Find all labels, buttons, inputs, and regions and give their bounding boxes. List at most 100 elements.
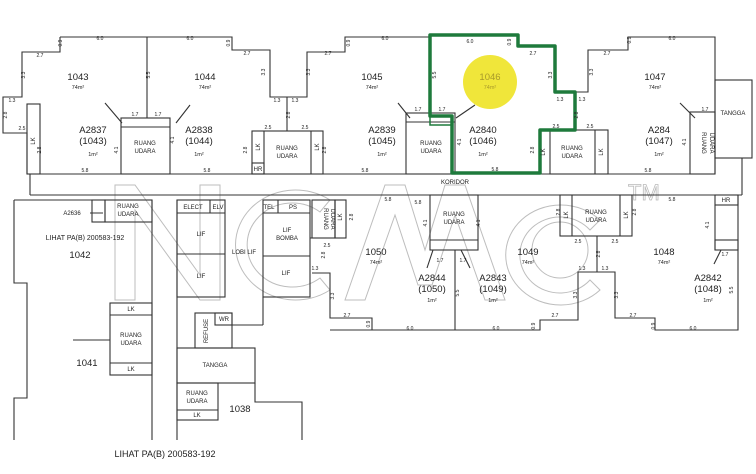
dimension-label: 3.3 bbox=[306, 68, 312, 75]
svg-text:UDARA: UDARA bbox=[186, 399, 207, 405]
dimension-label: 1.3 bbox=[557, 97, 564, 103]
dimension-label: 4.1 bbox=[423, 219, 429, 226]
svg-text:(1049): (1049) bbox=[479, 284, 506, 295]
dimension-label: 1.7 bbox=[439, 107, 446, 113]
unit-1041[interactable]: 1041 bbox=[76, 358, 97, 369]
svg-text:UDARA: UDARA bbox=[120, 341, 141, 347]
svg-text:UDARA: UDARA bbox=[443, 220, 464, 226]
dimension-label: 2.7 bbox=[630, 313, 637, 319]
dimension-label: 1.3 bbox=[312, 266, 319, 272]
svg-text:UDARA: UDARA bbox=[561, 154, 582, 160]
dimension-label: 5.8 bbox=[82, 168, 89, 174]
unit-1046-highlight[interactable] bbox=[428, 33, 577, 175]
dimension-label: 2.5 bbox=[553, 124, 560, 130]
dimension-label: 2.5 bbox=[324, 243, 331, 249]
svg-text:A2842: A2842 bbox=[694, 273, 721, 284]
svg-text:UDARA: UDARA bbox=[276, 154, 297, 160]
dimension-label: 0.9 bbox=[58, 39, 64, 46]
watermark-tm: TM bbox=[628, 180, 660, 205]
dimension-label: 6.0 bbox=[97, 36, 104, 42]
svg-text:A2838: A2838 bbox=[185, 125, 212, 136]
dimension-label: 6.0 bbox=[493, 326, 500, 332]
dimension-label: 2.7 bbox=[530, 51, 537, 57]
dimension-label: 2.8 bbox=[3, 111, 9, 118]
corridor-label: KORIDOR bbox=[441, 180, 470, 186]
svg-text:74m²: 74m² bbox=[199, 85, 212, 91]
dimension-label: 3.3 bbox=[261, 68, 267, 75]
dimension-label: 2.7 bbox=[604, 51, 611, 57]
lk-label: LK bbox=[193, 413, 200, 419]
dimension-label: 5.8 bbox=[362, 168, 369, 174]
bottom-walls bbox=[13, 194, 742, 440]
unit-1042[interactable]: 1042 bbox=[69, 250, 90, 261]
dimension-label: 3.3 bbox=[589, 68, 595, 75]
dimension-label: 4.1 bbox=[457, 138, 463, 145]
lk-label: LK bbox=[315, 143, 321, 150]
dimension-label: 1.7 bbox=[722, 252, 729, 258]
dimension-label: 4.1 bbox=[705, 221, 711, 228]
air-well: RUANG UDARA bbox=[117, 204, 139, 218]
svg-text:1m²: 1m² bbox=[703, 298, 713, 304]
dimension-label: 5.8 bbox=[492, 167, 499, 173]
dimension-label: 4.1 bbox=[682, 138, 688, 145]
svg-text:RUANG: RUANG bbox=[585, 210, 607, 216]
dimension-label: 2.8 bbox=[574, 111, 580, 118]
svg-text:RUANG: RUANG bbox=[276, 146, 298, 152]
dimension-label: 1.3 bbox=[579, 266, 586, 272]
dimension-label: 1.7 bbox=[437, 258, 444, 264]
svg-text:74m²: 74m² bbox=[658, 260, 671, 266]
dimension-label: 3.3 bbox=[614, 291, 620, 298]
dimension-label: 5.5 bbox=[432, 71, 438, 78]
dimension-label: 1.7 bbox=[702, 107, 709, 113]
svg-text:UDARA: UDARA bbox=[585, 218, 606, 224]
dimension-label: 2.8 bbox=[596, 250, 602, 257]
svg-text:(1050): (1050) bbox=[418, 284, 445, 295]
tel-room: TEL bbox=[263, 205, 275, 211]
svg-text:RUANG: RUANG bbox=[117, 204, 139, 210]
accessory-a2844: A2844(1050)1m² bbox=[418, 273, 445, 304]
highlight-marker bbox=[463, 55, 517, 109]
dimension-label: 6.0 bbox=[669, 36, 676, 42]
svg-text:RUANG: RUANG bbox=[700, 132, 706, 154]
accessory-a2838: A2838(1044)1m² bbox=[185, 125, 212, 158]
lk-label: LK bbox=[338, 213, 344, 220]
dimension-label: 0.9 bbox=[346, 39, 352, 46]
accessory-a284: A284(1047)1m² bbox=[645, 125, 672, 158]
ps-room: PS bbox=[289, 205, 297, 211]
dimension-label: 2.7 bbox=[37, 53, 44, 59]
svg-text:74m²: 74m² bbox=[370, 260, 383, 266]
fire-lift: LIF bbox=[283, 228, 292, 234]
dimension-label: 1.3 bbox=[9, 98, 16, 104]
svg-text:A2843: A2843 bbox=[479, 273, 506, 284]
dimension-label: 5.5 bbox=[455, 289, 461, 296]
dimension-label: 2.8 bbox=[632, 208, 638, 215]
dimension-label: 2.5 bbox=[265, 125, 272, 131]
dimension-label: 0.9 bbox=[627, 36, 633, 43]
dimension-label: 1.3 bbox=[292, 98, 299, 104]
svg-text:A2840: A2840 bbox=[469, 125, 496, 136]
svg-text:1m²: 1m² bbox=[194, 152, 204, 158]
accessory-a2842: A2842(1048)1m² bbox=[694, 273, 721, 304]
unit-1048[interactable]: 1048 74m² bbox=[653, 247, 674, 266]
svg-text:UDARA: UDARA bbox=[117, 212, 138, 218]
svg-text:1m²: 1m² bbox=[654, 152, 664, 158]
svg-text:1048: 1048 bbox=[653, 247, 674, 258]
dimension-label: 2.5 bbox=[302, 125, 309, 131]
svg-text:74m²: 74m² bbox=[366, 85, 379, 91]
unit-1038[interactable]: 1038 bbox=[229, 404, 250, 415]
dimension-labels: 0.9 6.0 2.7 3.3 1.3 2.8 2.5 2.8 5.8 5.5 1.7 1.7 4.1 4… bbox=[3, 36, 735, 332]
lk-label: LK bbox=[127, 367, 134, 373]
dimension-label: 2.5 bbox=[587, 124, 594, 130]
